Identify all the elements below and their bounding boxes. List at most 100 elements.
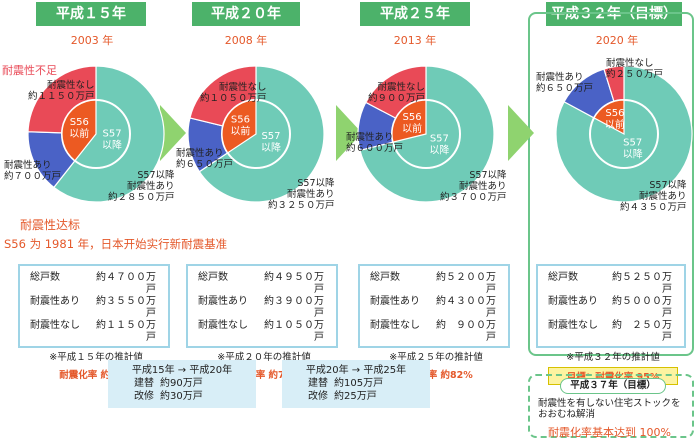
stats-key: 耐震性あり <box>370 296 420 307</box>
stats-key: 耐震性なし <box>548 320 598 331</box>
rebuild-key: 建替 <box>308 378 328 389</box>
inner-label-old: 以前 <box>69 127 89 140</box>
rebuild-title: 平成20年 → 平成25年 <box>305 365 407 376</box>
stats-key: 耐震性なし <box>30 320 80 331</box>
inner-label-new: S57 <box>623 138 642 149</box>
inner-label-old: 以前 <box>605 118 625 131</box>
label-not-resistant-2020: 耐震性なし 約２５０万戸 <box>606 58 664 80</box>
era-header-2003: 平成１５年 <box>36 2 146 26</box>
rebuild-key: 建替 <box>134 378 154 389</box>
rebuild-key: 改修 <box>134 391 154 402</box>
stats-key: 総戸数 <box>548 272 578 283</box>
year-label-2008: 2008 年 <box>224 34 268 47</box>
label-new-2008: S57以降 耐震性あり 約３２５０万戸 <box>268 178 335 211</box>
stats-box-2013: 総戸数 約５２００万戸 耐震性あり 約４３００万戸 耐震性なし 約 ９００万戸 ※平成… <box>358 264 510 381</box>
stats-key: 耐震性なし <box>198 320 248 331</box>
stats-rate: 耐震化率 約75% <box>59 370 133 381</box>
goal-37-header: 平成３７年（目標） <box>560 378 666 394</box>
rebuild-title: 平成15年 → 平成20年 <box>131 365 233 376</box>
stats-value: 約４９５０万戸 <box>264 272 324 295</box>
label-old-resistant-2013: 耐震性あり 約６００万戸 <box>346 132 404 154</box>
stats-value: 約３５５０万戸 <box>96 296 156 319</box>
arrow-icon <box>508 105 534 161</box>
stats-value: 約 ９００万戸 <box>436 320 496 343</box>
rebuild-value: 約105万戸 <box>334 378 384 389</box>
rebuild-value: 約30万戸 <box>160 391 203 402</box>
inner-label-new: S57 <box>261 131 280 142</box>
era-header-2020: 平成３２年（目標） <box>546 2 682 26</box>
pie-slice-new-resistant <box>555 65 693 203</box>
stats-value: 約４７００万戸 <box>96 272 156 295</box>
inner-label-new: 以降 <box>429 143 449 156</box>
stats-value: 約１１５０万戸 <box>96 320 156 343</box>
stats-key: 耐震性あり <box>30 296 80 307</box>
stats-note: ※平成３２年の推計値 <box>566 352 660 363</box>
rebuild-key: 改修 <box>308 391 328 402</box>
stats-rate: 耐震化率 約79% <box>227 370 301 381</box>
label-not-resistant-2013: 耐震性なし 約９００万戸 <box>368 82 426 104</box>
inner-label-old: S56 <box>403 112 422 123</box>
stats-value: 約３９００万戸 <box>264 296 324 319</box>
inner-label-new: 以降 <box>261 141 281 154</box>
inner-label-old: 以前 <box>230 125 250 138</box>
label-new-2003: S57以降 耐震性あり 約２８５０万戸 <box>108 170 175 203</box>
label-old-resistant-2020: 耐震性あり 約６５０万戸 <box>536 72 594 94</box>
stats-key: 総戸数 <box>198 272 228 283</box>
stats-note: ※平成２０年の推計値 <box>217 352 311 363</box>
inner-label-new: S57 <box>103 129 122 140</box>
stats-key: 耐震性あり <box>548 296 598 307</box>
inner-label-old: 以前 <box>402 122 422 135</box>
inner-label-new: 以降 <box>102 139 122 152</box>
year-label-2013: 2013 年 <box>393 34 437 47</box>
stats-key: 耐震性あり <box>198 296 248 307</box>
stats-box-2008: 総戸数 約４９５０万戸 耐震性あり 約３９００万戸 耐震性なし 約１０５０万戸 ※平成… <box>186 264 338 381</box>
pie-inner-old <box>221 99 257 154</box>
stats-value: 約１０５０万戸 <box>264 320 324 343</box>
stats-value: 約５０００万戸 <box>612 296 672 319</box>
era-header-2013: 平成２５年 <box>360 2 470 26</box>
callout-note: S56 为 1981 年，日本开始实行新耐震基准 <box>4 237 228 251</box>
pie-inner-old <box>391 99 427 143</box>
arrow-icon <box>336 105 362 161</box>
pie-inner-old <box>61 99 97 162</box>
rebuild-value: 約90万戸 <box>160 378 203 389</box>
inner-label-old: S56 <box>231 115 250 126</box>
stats-value: 約５２５０万戸 <box>612 272 672 295</box>
callout-insufficient: 耐震性不足 <box>2 64 57 77</box>
inner-label-new: 以降 <box>623 148 643 161</box>
era-header-2008: 平成２０年 <box>192 2 300 26</box>
label-new-2013: S57以降 耐震性あり 約３７００万戸 <box>440 170 507 203</box>
stats-box-2020: 総戸数 約５２５０万戸 耐震性あり 約５０００万戸 耐震性なし 約 ２５０万戸 ※平成… <box>536 264 686 385</box>
stats-key: 耐震性なし <box>370 320 420 331</box>
arrow-icon <box>160 105 186 161</box>
pie-inner-old <box>593 99 625 136</box>
stats-key: 総戸数 <box>30 272 60 283</box>
stats-rate: 耐震化率 約82% <box>399 370 473 381</box>
rebuild-box-15-20: 平成15年 → 平成20年 建替約90万戸 改修約30万戸 <box>108 360 256 408</box>
stats-key: 総戸数 <box>370 272 400 283</box>
stats-box-2003: 総戸数約４７００万戸 耐震性あり約３５５０万戸 耐震性なし約１１５０万戸 ※平成… <box>18 264 170 381</box>
goal-37-line2: 耐震化率基本达到 100% <box>548 426 671 438</box>
label-not-resistant-2003: 耐震性なし 約１１５０万戸 <box>28 80 95 102</box>
stats-value: 約５２００万戸 <box>436 272 496 295</box>
label-new-2020: S57以降 耐震性あり 約４３５０万戸 <box>620 180 687 213</box>
label-old-resistant-2003: 耐震性あり 約７００万戸 <box>4 160 62 182</box>
label-old-resistant-2008: 耐震性あり 約６５０万戸 <box>176 148 234 170</box>
inner-label-old: S56 <box>70 117 89 128</box>
stats-value: 約４３００万戸 <box>436 296 496 319</box>
stats-note: ※平成２５年の推計値 <box>389 352 483 363</box>
goal-column-frame <box>528 12 694 356</box>
year-label-2003: 2003 年 <box>70 34 114 47</box>
rebuild-value: 約25万戸 <box>334 391 377 402</box>
inner-label-old: S56 <box>605 108 624 119</box>
callout-sufficient: 耐震性达标 <box>20 218 81 232</box>
goal-37-frame <box>528 374 694 438</box>
inner-label-new: S57 <box>430 133 449 144</box>
goal-37-line1: 耐震性を有しない住宅ストックをおおむね解消 <box>538 398 681 420</box>
label-not-resistant-2008: 耐震性なし 約１０５０万戸 <box>200 82 267 104</box>
stats-value: 約 ２５０万戸 <box>612 320 672 343</box>
